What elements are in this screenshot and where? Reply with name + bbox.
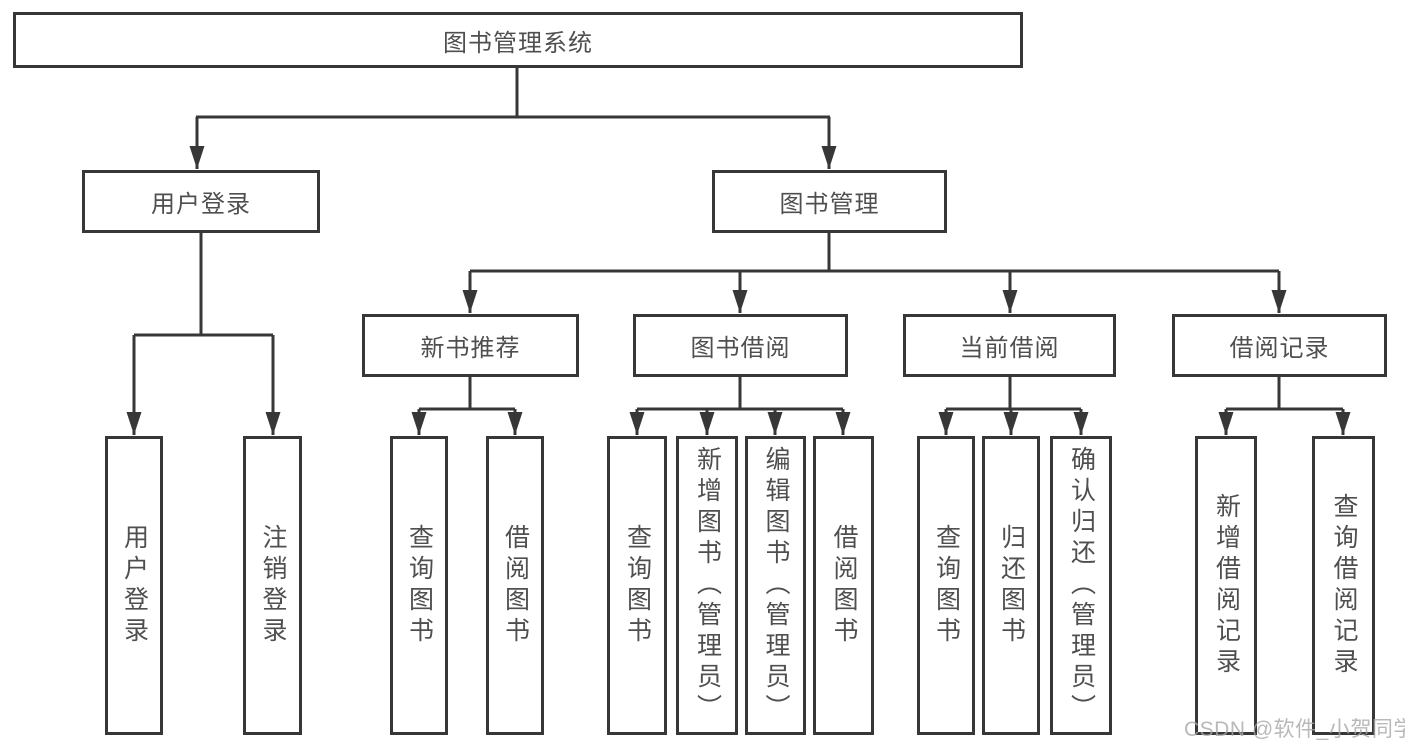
leaf-borrow-books-recommend: 借阅图书: [486, 436, 544, 735]
node-label: 借阅记录: [1229, 335, 1330, 362]
node-label: 图书管理: [779, 191, 880, 218]
leaf-user-login: 用户登录: [105, 436, 163, 735]
node-user-login: 用户登录: [82, 170, 320, 233]
leaf-logout: 注销登录: [243, 436, 302, 735]
node-label: 当前借阅: [959, 335, 1060, 362]
node-label: 用户登录: [120, 523, 149, 648]
node-root-library-management-system: 图书管理系统: [13, 12, 1023, 68]
node-label: 图书管理系统: [443, 29, 593, 57]
leaf-query-books-borrow: 查询图书: [607, 436, 667, 735]
node-label: 查询图书: [623, 523, 652, 648]
node-borrow-records: 借阅记录: [1172, 314, 1387, 377]
node-label: 新增图书（管理员）: [693, 446, 722, 725]
leaf-borrow-books: 借阅图书: [813, 436, 874, 735]
leaf-add-books-admin: 新增图书（管理员）: [676, 436, 738, 735]
node-label: 查询图书: [405, 523, 434, 648]
leaf-add-borrow-record: 新增借阅记录: [1195, 436, 1257, 735]
leaf-query-books-current: 查询图书: [917, 436, 975, 735]
leaf-return-books: 归还图书: [982, 436, 1040, 735]
node-label: 新书推荐: [420, 335, 521, 362]
node-label: 借阅图书: [501, 523, 530, 648]
node-label: 归还图书: [997, 523, 1026, 648]
leaf-confirm-return-admin: 确认归还（管理员）: [1050, 436, 1112, 735]
node-label: 图书借阅: [690, 335, 791, 362]
node-book-management: 图书管理: [712, 170, 947, 233]
node-label: 注销登录: [259, 523, 287, 648]
node-label: 确认归还（管理员）: [1067, 446, 1096, 725]
node-label: 借阅图书: [830, 523, 858, 648]
node-label: 查询图书: [932, 523, 961, 648]
leaf-query-books-recommend: 查询图书: [390, 436, 448, 735]
csdn-watermark: CSDN @软件_小贺同学: [1184, 718, 1405, 741]
node-label: 查询借阅记录: [1330, 492, 1358, 679]
node-label: 新增借阅记录: [1212, 492, 1241, 679]
node-current-borrow: 当前借阅: [903, 314, 1116, 377]
node-label: 用户登录: [151, 191, 251, 218]
node-new-book-recommend: 新书推荐: [362, 314, 579, 377]
node-book-borrow: 图书借阅: [633, 314, 848, 377]
node-label: 编辑图书（管理员）: [762, 446, 790, 725]
leaf-query-borrow-record: 查询借阅记录: [1312, 436, 1375, 735]
leaf-edit-books-admin: 编辑图书（管理员）: [745, 436, 806, 735]
